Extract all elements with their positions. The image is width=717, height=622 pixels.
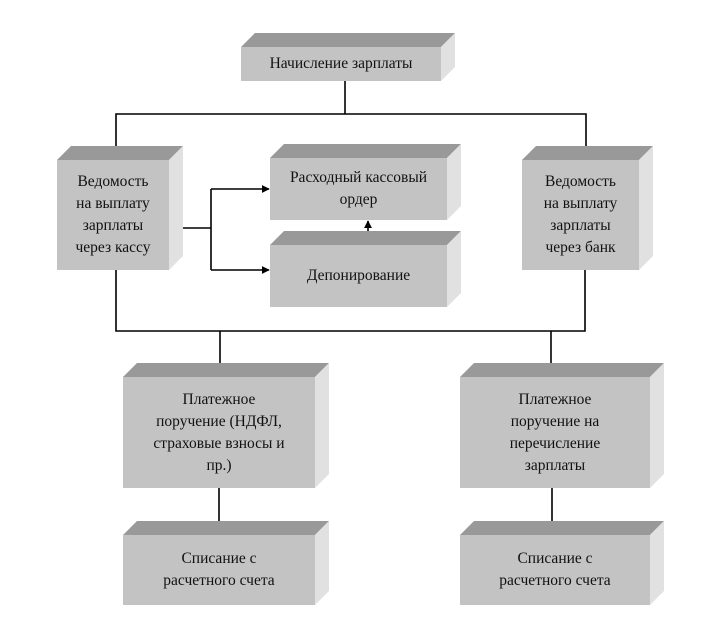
node-label: Начисление зарплаты [269,55,413,72]
node-cash-expense-order: Расходный кассовый ордер [270,158,447,220]
node-cash-expense-order-front: Расходный кассовый ордер [270,158,447,220]
node-bank-payroll-sheet: Ведомость на выплату зарплаты через банк [522,160,639,270]
node-depositing-side-face [447,231,461,307]
connector-lower-bus [115,270,586,332]
node-account-writeoff-left-front: Списание с расчетного счета [123,535,315,605]
connector-accrual-to-cash-sheet [115,113,345,160]
node-label: Ведомость на выплату зарплаты через банк [543,173,618,256]
node-bank-payroll-sheet-side-face [639,146,653,270]
node-label: Депонирование [306,267,411,284]
node-account-writeoff-right-side-face [650,521,664,605]
node-label: Ведомость на выплату зарплаты через касс… [75,173,151,256]
node-tax-payment-order-top-face [123,363,329,377]
node-cash-expense-order-side-face [447,144,461,220]
node-tax-payment-order-side-face [315,363,329,488]
node-cash-payroll-sheet-front: Ведомость на выплату зарплаты через касс… [57,160,169,270]
node-label: Списание с расчетного счета [163,550,275,589]
node-label: Расходный кассовый ордер [289,169,428,208]
node-salary-accrual: Начисление зарплаты [241,47,441,81]
node-salary-accrual-side-face [441,33,455,81]
node-tax-payment-order-front: Платежное поручение (НДФЛ, страховые взн… [123,377,315,488]
node-salary-payment-order-front: Платежное поручение на перечисление зарп… [460,377,650,488]
node-account-writeoff-right-front: Списание с расчетного счета [460,535,650,605]
node-account-writeoff-left-side-face [315,521,329,605]
node-account-writeoff-left-top-face [123,521,329,535]
node-account-writeoff-right: Списание с расчетного счета [460,535,650,605]
node-depositing-front: Депонирование [270,245,447,307]
node-salary-accrual-top-face [241,33,455,47]
node-tax-payment-order: Платежное поручение (НДФЛ, страховые взн… [123,377,315,488]
node-account-writeoff-left: Списание с расчетного счета [123,535,315,605]
node-depositing: Депонирование [270,245,447,307]
node-salary-accrual-front: Начисление зарплаты [241,47,441,81]
node-label: Платежное поручение на перечисление зарп… [509,390,601,474]
node-depositing-top-face [270,231,461,245]
node-label: Списание с расчетного счета [499,550,611,589]
connector-accrual-to-bank-sheet [345,113,590,160]
node-label: Платежное поручение (НДФЛ, страховые взн… [153,390,285,474]
node-bank-payroll-sheet-top-face [522,146,653,160]
node-salary-payment-order-side-face [650,363,664,488]
node-cash-payroll-sheet-side-face [169,146,183,270]
node-cash-payroll-sheet: Ведомость на выплату зарплаты через касс… [57,160,169,270]
node-cash-expense-order-top-face [270,144,461,158]
node-account-writeoff-right-top-face [460,521,664,535]
node-salary-payment-order-top-face [460,363,664,377]
node-salary-payment-order: Платежное поручение на перечисление зарп… [460,377,650,488]
node-cash-payroll-sheet-top-face [57,146,183,160]
node-bank-payroll-sheet-front: Ведомость на выплату зарплаты через банк [522,160,639,270]
